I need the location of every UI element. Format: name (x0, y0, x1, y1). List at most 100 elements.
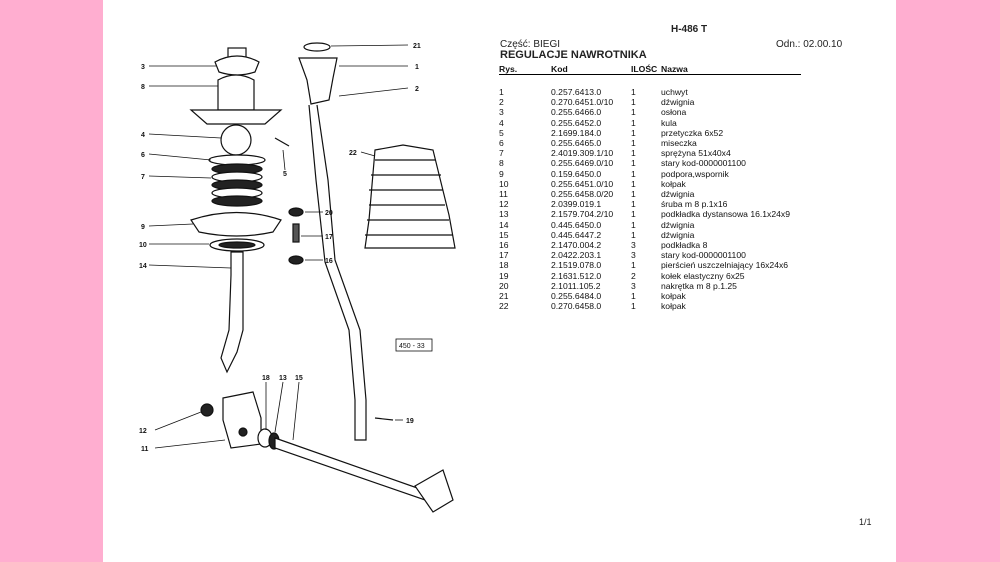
cell-code: 2.1631.512.0 (551, 270, 602, 281)
cell-fig: 1 (499, 87, 504, 97)
cell-code: 0.445.6450.0 (551, 219, 602, 230)
cell-code: 0.270.6458.0 (551, 301, 602, 312)
cell-fig: 7 (499, 148, 504, 159)
callout-21: 21 (413, 43, 421, 50)
cell-qty: 1 (631, 148, 636, 159)
callout-20: 20 (325, 210, 333, 217)
cell-code: 0.255.6484.0 (551, 291, 602, 302)
cell-name: nakrętka m 8 p.1.25 (661, 280, 737, 291)
cell-code: 2.0399.019.1 (551, 199, 602, 210)
cell-fig: 3 (499, 107, 504, 118)
cell-qty: 1 (631, 87, 636, 97)
col-header-qty: ILOŚC (631, 63, 661, 75)
cell-code: 0.255.6469.0/10 (551, 158, 614, 169)
cell-fig: 20 (499, 280, 509, 291)
cell-fig: 5 (499, 127, 504, 138)
callout-16: 16 (325, 258, 333, 265)
callout-22: 22 (349, 150, 357, 157)
callout-14: 14 (139, 263, 147, 270)
table-row: 2 0.270.6451.0/10 1 dźwignia (499, 97, 801, 107)
page-number: 1/1 (859, 517, 872, 527)
figure-code: 450 - 33 (399, 343, 425, 350)
cell-code: 2.0422.203.1 (551, 250, 602, 261)
cell-fig: 9 (499, 168, 504, 179)
cell-qty: 1 (631, 158, 636, 169)
cell-name: kołpak (661, 291, 686, 302)
cell-name: dźwignia (661, 189, 695, 200)
cell-fig: 13 (499, 209, 509, 220)
cell-fig: 2 (499, 97, 504, 108)
cell-name: stary kod-0000001100 (661, 250, 746, 261)
cell-name: dźwignia (661, 97, 695, 108)
cell-qty: 1 (631, 189, 636, 200)
cell-qty: 1 (631, 178, 636, 189)
callout-1: 1 (415, 64, 419, 71)
cell-qty: 1 (631, 127, 636, 138)
cell-qty: 1 (631, 138, 636, 149)
cell-name: stary kod-0000001100 (661, 158, 746, 169)
cell-code: 2.1579.704.2/10 (551, 209, 614, 220)
callout-8: 8 (141, 84, 145, 91)
cell-fig: 22 (499, 301, 509, 312)
callout-7: 7 (141, 174, 145, 181)
col-header-name: Nazwa (661, 63, 801, 75)
callout-6: 6 (141, 152, 145, 159)
table-row: 17 2.0422.203.1 3 stary kod-0000001100 (499, 250, 801, 260)
cell-fig: 12 (499, 199, 509, 210)
exploded-parts-diagram: 1 2 3 4 5 6 7 8 9 10 11 12 13 14 15 16 1… (139, 42, 456, 513)
cell-fig: 10 (499, 178, 509, 189)
cell-name: osłona (661, 107, 687, 118)
cell-name: przetyczka 6x52 (661, 127, 724, 138)
model-number: H-486 T (671, 24, 708, 35)
callout-5: 5 (283, 171, 287, 178)
cell-fig: 14 (499, 219, 509, 230)
cell-qty: 1 (631, 209, 636, 220)
cell-qty: 1 (631, 301, 636, 312)
cell-code: 0.255.6466.0 (551, 107, 602, 118)
cell-qty: 3 (631, 240, 636, 251)
cell-fig: 8 (499, 158, 504, 169)
cell-qty: 1 (631, 117, 636, 128)
cell-code: 0.270.6451.0/10 (551, 97, 614, 108)
cell-code: 2.1011.105.2 (551, 280, 601, 291)
col-header-fig: Rys. (499, 63, 551, 75)
cell-name: śruba m 8 p.1x16 (661, 199, 728, 210)
table-header-row: Rys. Kod ILOŚC Nazwa (499, 63, 801, 75)
document-title: REGULACJE NAWROTNIKA (500, 49, 647, 61)
callout-15: 15 (295, 375, 303, 382)
cell-name: podkładka dystansowa 16.1x24x9 (661, 209, 790, 220)
callout-13: 13 (279, 375, 287, 382)
cell-code: 0.255.6458.0/20 (551, 189, 614, 200)
cell-fig: 15 (499, 229, 509, 240)
cell-name: podpora,wspornik (661, 168, 729, 179)
cell-qty: 2 (631, 270, 636, 281)
cell-fig: 17 (499, 250, 509, 261)
cell-name: pierścień uszczelniający 16x24x6 (661, 260, 789, 271)
table-row: 8 0.255.6469.0/10 1 stary kod-0000001100 (499, 158, 801, 168)
cell-fig: 4 (499, 117, 504, 128)
cell-fig: 19 (499, 270, 509, 281)
cell-fig: 18 (499, 260, 509, 271)
table-row: 13 2.1579.704.2/10 1 podkładka dystansowa 1… (499, 209, 801, 219)
cell-qty: 3 (631, 250, 636, 261)
callout-2: 2 (415, 86, 419, 93)
callout-11: 11 (141, 446, 149, 453)
cell-code: 0.159.6450.0 (551, 168, 602, 179)
cell-qty: 1 (631, 97, 636, 108)
cell-qty: 1 (631, 107, 636, 118)
cell-name: uchwyt (661, 87, 688, 97)
callout-19: 19 (406, 418, 414, 425)
